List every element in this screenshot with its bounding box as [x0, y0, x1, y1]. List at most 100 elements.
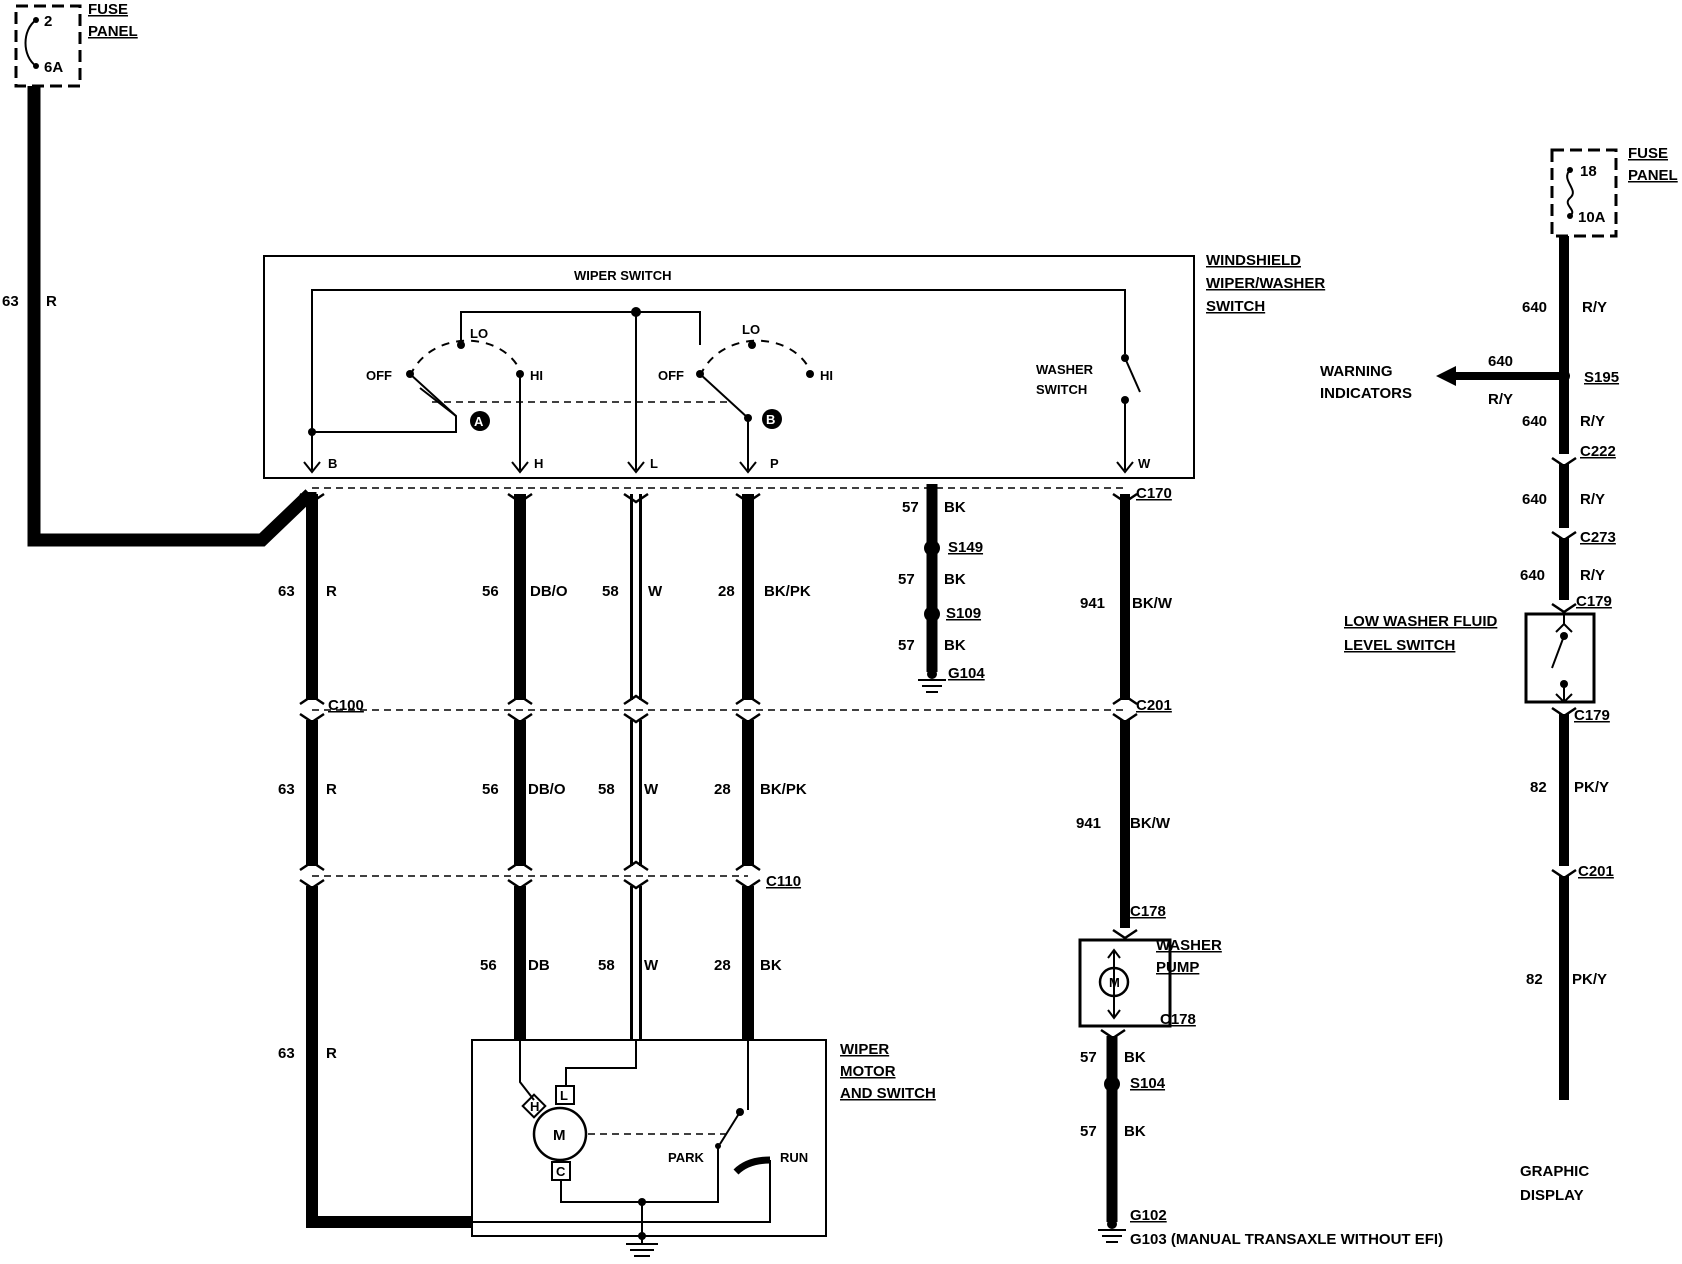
sw-b-lo: LO [742, 322, 760, 337]
terminal-h: H [534, 456, 543, 471]
sw-b-hi: HI [820, 368, 833, 383]
ground-chain: 57 BK S149 57 BK S109 57 BK G104 [898, 484, 985, 693]
sw-a-off: OFF [366, 368, 392, 383]
w12-color: R [326, 1045, 337, 1062]
rc-w5-circuit: 82 [1530, 779, 1547, 796]
left-fuse-label-1: FUSE [88, 1, 128, 18]
terminal-p: P [770, 456, 779, 471]
c179-bot-label: C179 [1574, 707, 1610, 724]
s104-label: S104 [1130, 1075, 1166, 1092]
motor-h-label: H [530, 1099, 539, 1114]
run-label: RUN [780, 1150, 808, 1165]
c222-label: C222 [1580, 443, 1616, 460]
w2-color: DB/O [530, 583, 568, 600]
warning-label-1: WARNING [1320, 363, 1393, 380]
w13-circuit: 941 [1080, 595, 1105, 612]
washer-switch-2: SWITCH [1036, 382, 1087, 397]
w10-circuit: 58 [598, 957, 615, 974]
w7-color: W [644, 781, 659, 798]
w1-circuit: 63 [278, 583, 295, 600]
g-w2-circuit: 57 [898, 571, 915, 588]
g-w3-circuit: 57 [898, 637, 915, 654]
w5-color: R [326, 781, 337, 798]
w13-color: BK/W [1132, 595, 1173, 612]
low-washer-label-1: LOW WASHER FLUID [1344, 613, 1497, 630]
w3-circuit: 58 [602, 583, 619, 600]
rc-w1-circuit: 640 [1522, 299, 1547, 316]
washer-pump: C178 M WASHER PUMP C178 57 BK S104 57 BK… [1078, 903, 1443, 1248]
left-fuse-label-2: PANEL [88, 23, 138, 40]
rc-w6-color: PK/Y [1572, 971, 1607, 988]
w9-circuit: 56 [480, 957, 497, 974]
wiper-switch-title: WIPER SWITCH [574, 268, 672, 283]
c178-bot-label: C178 [1160, 1011, 1196, 1028]
switch-name-3: SWITCH [1206, 298, 1265, 315]
switch-b-tag-icon [762, 409, 782, 429]
c201-label: C201 [1136, 697, 1172, 714]
c170-label: C170 [1136, 485, 1172, 502]
g-w3-color: BK [944, 637, 966, 654]
c178-top-label: C178 [1130, 903, 1166, 920]
c201-right-label: C201 [1578, 863, 1614, 880]
park-label: PARK [668, 1150, 704, 1165]
w8-circuit: 28 [714, 781, 731, 798]
footer-label-1: GRAPHIC [1520, 1163, 1589, 1180]
w2-circuit: 56 [482, 583, 499, 600]
connector-marks [299, 492, 1138, 890]
rc-w4-circuit: 640 [1520, 567, 1545, 584]
w11-circuit: 28 [714, 957, 731, 974]
w15-circuit: 57 [1080, 1049, 1097, 1066]
wiper-motor: WIPER MOTOR AND SWITCH M H L C PARK RUN [471, 1039, 936, 1257]
w14-circuit: 941 [1076, 815, 1101, 832]
g103-label: G103 (MANUAL TRANSAXLE WITHOUT EFI) [1130, 1231, 1443, 1248]
terminal-b: B [328, 456, 337, 471]
g-w2-color: BK [944, 571, 966, 588]
motor-label-1: WIPER [840, 1041, 889, 1058]
motor-label-3: AND SWITCH [840, 1085, 936, 1102]
pump-motor-label: M [1109, 975, 1120, 990]
wiper-switch-box: WIPER SWITCH WINDSHIELD WIPER/WASHER SWI… [263, 252, 1325, 479]
w3-color: W [648, 583, 663, 600]
warn-wire-color: R/Y [1488, 391, 1513, 408]
rc-w2-color: R/Y [1580, 413, 1605, 430]
sw-a-hi: HI [530, 368, 543, 383]
rc-w3-circuit: 640 [1522, 491, 1547, 508]
warn-wire-circuit: 640 [1488, 353, 1513, 370]
w6-color: DB/O [528, 781, 566, 798]
w7-circuit: 58 [598, 781, 615, 798]
rc-w1-color: R/Y [1582, 299, 1607, 316]
right-column-wiring: 640 R/Y S195 WARNING INDICATORS 640 R/Y … [1320, 236, 1619, 1100]
terminal-w: W [1138, 456, 1151, 471]
w14-color: BK/W [1130, 815, 1171, 832]
w4-circuit: 28 [718, 583, 735, 600]
washer-pump-1: WASHER [1156, 937, 1222, 954]
rc-w2-circuit: 640 [1522, 413, 1547, 430]
switch-name-1: WINDSHIELD [1206, 252, 1301, 269]
c100-label: C100 [328, 697, 364, 714]
w1-color: R [326, 583, 337, 600]
motor-l-label: L [560, 1088, 568, 1103]
right-fuse-label-1: FUSE [1628, 145, 1668, 162]
g-w1-circuit: 57 [902, 499, 919, 516]
w5-circuit: 63 [278, 781, 295, 798]
s109-label: S109 [946, 605, 981, 622]
w8-color: BK/PK [760, 781, 807, 798]
wire-63-top-circuit: 63 [2, 293, 19, 310]
w15-color: BK [1124, 1049, 1146, 1066]
sw-b-off: OFF [658, 368, 684, 383]
warning-label-2: INDICATORS [1320, 385, 1412, 402]
w16-color: BK [1124, 1123, 1146, 1140]
left-fuse: 2 6A FUSE PANEL [14, 1, 138, 88]
rc-w6-circuit: 82 [1526, 971, 1543, 988]
wire-63-top-color: R [46, 293, 57, 310]
wire-63-feed [27, 86, 317, 547]
washer-switch-1: WASHER [1036, 362, 1094, 377]
c110-label: C110 [766, 873, 801, 890]
g102-label: G102 [1130, 1207, 1167, 1224]
terminal-l: L [650, 456, 658, 471]
g104-label: G104 [948, 665, 985, 682]
left-fuse-rating: 6A [44, 59, 63, 76]
left-fuse-number: 2 [44, 13, 52, 30]
motor-c-label: C [556, 1164, 566, 1179]
